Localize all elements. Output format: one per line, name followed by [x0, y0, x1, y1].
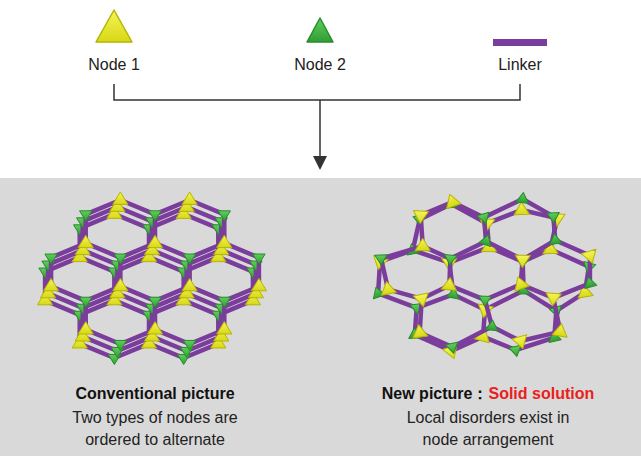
caption-heading-row: New picture：Solid solution	[382, 383, 594, 405]
legend-label: Linker	[498, 54, 542, 76]
node2-icon	[307, 18, 333, 42]
caption-highlight: Solid solution	[488, 385, 594, 402]
arrow-head	[313, 156, 327, 170]
disordered-lattice	[370, 192, 599, 361]
caption-heading: New picture：	[382, 385, 489, 402]
panel-background	[0, 178, 641, 456]
bracket	[114, 84, 520, 158]
caption-body: Two types of nodes are ordered to altern…	[60, 407, 250, 451]
legend-label: Node 2	[294, 54, 346, 76]
node1-icon	[96, 10, 132, 42]
ordered-lattice	[37, 192, 266, 365]
caption-heading: Conventional picture	[75, 383, 234, 405]
legend-label: Node 1	[88, 54, 140, 76]
caption-body: Local disorders exist in node arrangemen…	[406, 407, 571, 451]
linker-icon	[493, 39, 547, 46]
